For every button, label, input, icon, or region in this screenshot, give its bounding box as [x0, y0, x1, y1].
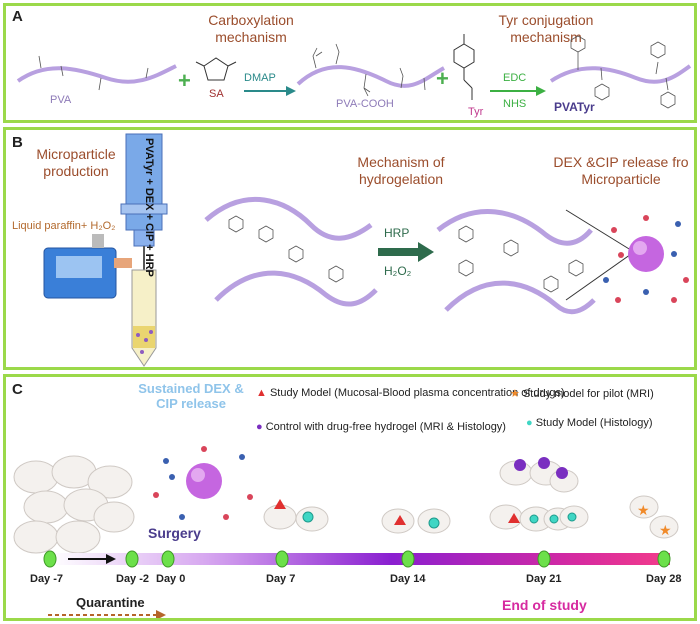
crosslink-groups: [458, 225, 584, 293]
panel-a-diagram: + +: [16, 34, 692, 109]
microparticle-production-label: Microparticle production: [36, 146, 116, 179]
nhs-label: NHS: [503, 98, 527, 110]
day-label-0: Day 0: [156, 573, 186, 585]
svg-text:★: ★: [659, 522, 672, 538]
carboxylation-label: Carboxylation mechanism: [208, 12, 294, 45]
microparticle-release-icon: [186, 463, 222, 499]
test-tube-icon: [131, 269, 157, 367]
sustained-release-label: Sustained DEX & CIP release: [138, 381, 244, 411]
plus-sign-1: +: [178, 68, 191, 93]
red-triangle-icon: ▲: [256, 387, 267, 399]
pva-label: PVA: [50, 94, 72, 106]
h2o2-label: H₂O₂: [384, 264, 412, 278]
day-label-28: Day 28: [646, 573, 682, 585]
end-of-study-label: End of study: [502, 597, 587, 613]
panel-c-label: C: [12, 381, 23, 398]
orange-star-icon: ★: [510, 388, 520, 400]
pvatyr-chain: [549, 64, 692, 84]
release-label: DEX &CIP release fro Microparticle: [553, 154, 689, 187]
rabbits-day-7: [263, 504, 329, 532]
sa-label: SA: [209, 88, 224, 100]
timeline-markers: [43, 550, 671, 568]
tyr-label: Tyr: [468, 106, 484, 118]
quarantine-label: Quarantine: [76, 595, 145, 610]
rabbit-group-quarantine: [13, 455, 135, 554]
panel-a: A Carboxylation mechanism Tyr conjugatio…: [3, 3, 697, 123]
day-label-14: Day 14: [390, 573, 426, 585]
microparticle-icon: [628, 236, 664, 272]
surgery-label: Surgery: [148, 525, 201, 541]
legend-text: Study Model (Mucosal-Blood plasma concen…: [269, 387, 565, 399]
timeline-bar: [50, 553, 670, 565]
legend-text: Study model for pilot (MRI): [522, 388, 654, 400]
polymer-strand-2: [214, 270, 378, 307]
liquid-paraffin-label: Liquid paraffin+ H₂O₂: [12, 220, 116, 232]
panel-c: C Sustained DEX & CIP release ▲ Study Mo…: [3, 374, 697, 621]
legend-text: Study Model (Histology): [535, 417, 653, 429]
drug-dots-c: [153, 446, 253, 520]
pva-cooh-chain: [296, 65, 445, 88]
panel-b-diagram: [43, 133, 689, 367]
teal-circle-icon: ●: [526, 417, 533, 429]
legend-item-control: ● Control with drug-free hydrogel (MRI &…: [256, 421, 506, 433]
panel-a-label: A: [12, 8, 23, 25]
edc-label: EDC: [503, 72, 527, 84]
syringe-contents-label: PVATyr + DEX + CIP + HRP: [143, 138, 155, 277]
purple-circle-icon: ●: [256, 421, 263, 433]
crosslinked-strand-1: [436, 209, 593, 246]
pva-cooh-groups: [312, 43, 426, 97]
legend-item-pilot: ★ Study model for pilot (MRI): [510, 387, 654, 400]
tyr-side-groups-left: [228, 215, 344, 283]
svg-text:★: ★: [637, 502, 650, 518]
rabbits-day-28: [629, 495, 679, 539]
hrp-label: HRP: [384, 226, 410, 240]
hrp-arrow: [378, 248, 418, 256]
pvatyr-label: PVATyr: [554, 100, 595, 114]
plus-sign-2: +: [436, 66, 449, 91]
panel-b: B Microparticle production Mechanism of …: [3, 127, 697, 370]
released-drug-dots: [603, 215, 689, 303]
rabbits-day-14: [381, 508, 451, 534]
tyrosine-icon: [453, 34, 475, 100]
legend-item-histology: ● Study Model (Histology): [526, 417, 653, 429]
day-label-21: Day 21: [526, 573, 562, 585]
pvatyr-rings: [570, 35, 676, 109]
panel-c-diagram: ★ ★: [13, 446, 679, 618]
succinic-anhydride-icon: [195, 57, 237, 81]
tube-particles: [136, 330, 153, 354]
pva-chain: [16, 64, 177, 84]
dmap-label: DMAP: [244, 72, 276, 84]
pva-hydroxyls: [38, 55, 149, 91]
crosslinked-strand-2: [444, 280, 596, 315]
hydrogelation-label: Mechanism of hydrogelation: [357, 154, 445, 187]
panel-b-label: B: [12, 134, 23, 151]
polymer-strand-1: [204, 196, 373, 241]
day-label-minus7: Day -7: [30, 573, 64, 585]
day-label-7: Day 7: [266, 573, 296, 585]
pva-cooh-label: PVA-COOH: [336, 98, 394, 110]
legend-text: Control with drug-free hydrogel (MRI & H…: [265, 421, 506, 433]
tyr-conjugation-label: Tyr conjugation mechanism: [498, 12, 594, 45]
legend-item-study-model-plasma: ▲ Study Model (Mucosal-Blood plasma conc…: [256, 387, 565, 399]
day-label-minus2: Day -2: [116, 573, 150, 585]
